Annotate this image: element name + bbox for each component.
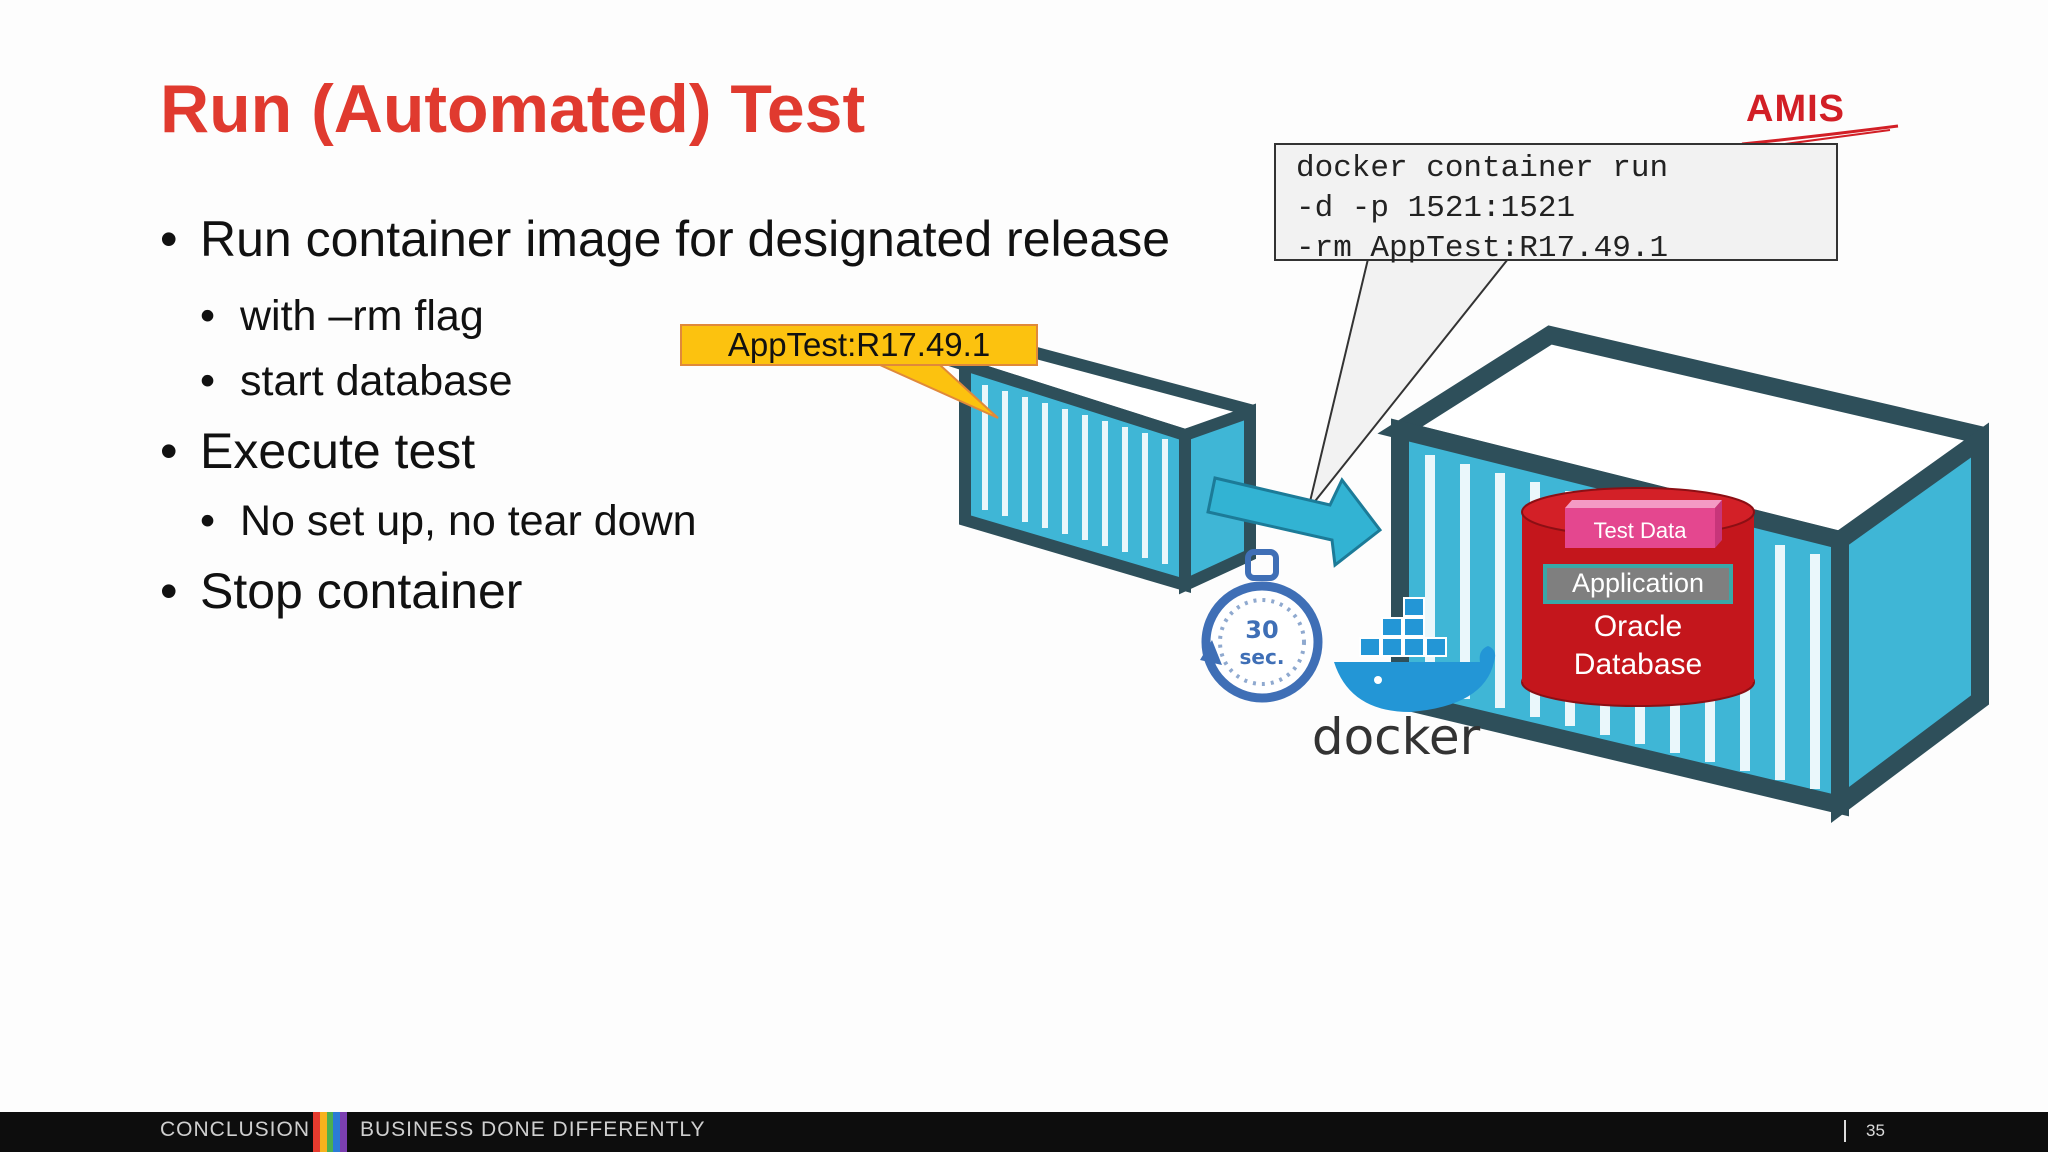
docker-whale-icon: docker bbox=[1312, 597, 1496, 766]
footer-tagline: BUSINESS DONE DIFFERENTLY bbox=[360, 1118, 706, 1141]
slide: Run (Automated) Test AMIS •Run container… bbox=[160, 71, 1989, 823]
sub-bullet-item: •No set up, no tear down bbox=[200, 497, 697, 545]
command-line: -d -p 1521:1521 bbox=[1296, 191, 1576, 226]
page-number: 35 bbox=[1866, 1121, 1885, 1140]
sub-bullet-item: •with –rm flag bbox=[200, 292, 484, 340]
footer-bar: CONCLUSION BUSINESS DONE DIFFERENTLY 35 bbox=[0, 1112, 2048, 1152]
slide-title: Run (Automated) Test bbox=[160, 71, 866, 147]
bullet-item: •Run container image for designated rele… bbox=[160, 211, 1171, 267]
bullet-item: •Execute test bbox=[160, 423, 476, 479]
stopwatch-icon: 30 sec. bbox=[1200, 549, 1323, 703]
command-line: -rm AppTest:R17.49.1 bbox=[1296, 231, 1669, 266]
application-label: Application bbox=[1571, 568, 1705, 598]
svg-text:sec.: sec. bbox=[1240, 645, 1285, 669]
docker-wordmark: docker bbox=[1312, 708, 1481, 766]
footer-section: CONCLUSION bbox=[160, 1118, 311, 1141]
footer-color-stripes bbox=[313, 1112, 347, 1152]
docker-diagram: 30 sec. docker bbox=[879, 258, 1989, 823]
command-line: docker container run bbox=[1296, 151, 1669, 186]
amis-logo: AMIS bbox=[1740, 88, 1900, 148]
sub-bullet-item: •start database bbox=[200, 357, 513, 405]
footer-divider bbox=[1844, 1120, 1846, 1142]
database-cylinder-icon bbox=[1521, 487, 1755, 707]
bullet-item: •Stop container bbox=[160, 563, 523, 619]
test-data-label: Test Data bbox=[1593, 518, 1687, 543]
svg-text:30: 30 bbox=[1245, 616, 1278, 644]
command-box: docker container run -d -p 1521:1521 -rm… bbox=[1274, 143, 1838, 266]
oracle-label: Oracle bbox=[1593, 610, 1683, 643]
logo-text: AMIS bbox=[1746, 88, 1845, 130]
image-tag-callout: AppTest:R17.49.1 bbox=[680, 324, 1038, 366]
arrow-icon bbox=[1206, 476, 1383, 568]
database-label: Database bbox=[1573, 648, 1703, 681]
container-icon bbox=[943, 343, 1256, 595]
